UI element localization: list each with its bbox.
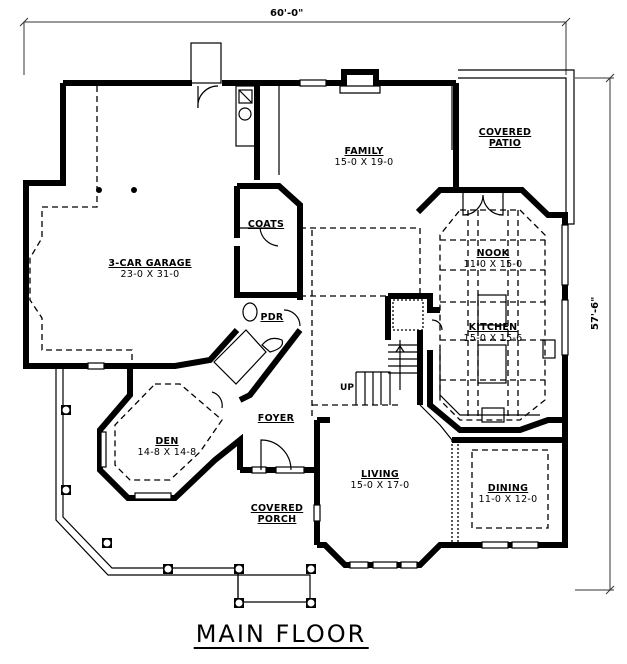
water-heater [238, 89, 253, 104]
main-top-wall [258, 69, 456, 86]
angled-closet [213, 329, 267, 385]
kitchen-counter [439, 350, 540, 416]
toilet-icon [242, 302, 258, 322]
front-door[interactable] [260, 439, 292, 471]
overall-depth-label: 57'-6" [590, 296, 601, 330]
fireplace [339, 85, 381, 94]
garage-post [131, 187, 137, 193]
kitchen-sink [542, 339, 556, 359]
garage-window [87, 362, 105, 370]
room-label-garage: 3-CAR GARAGE 23-0 X 31-0 [108, 258, 192, 280]
nook-french-doors[interactable] [462, 192, 504, 216]
kitchen-island [477, 294, 507, 326]
garage-entry-door[interactable] [197, 85, 219, 109]
foyer-walls [240, 420, 320, 545]
hall-outline [300, 227, 421, 420]
depth-dimension-line [575, 73, 615, 595]
pdr-door[interactable] [283, 309, 301, 327]
coats-door[interactable] [240, 227, 279, 247]
room-label-living: LIVING 15-0 X 17-0 [350, 469, 410, 491]
nook-kitchen-ceiling-grid [439, 209, 546, 421]
garage-walls [23, 80, 258, 369]
angled-hall-walls [130, 327, 303, 403]
room-label-coats: COATS [247, 219, 285, 230]
dining-ceiling-outline [471, 449, 549, 529]
garage-door-outline [29, 86, 133, 362]
porch-railing [55, 368, 311, 603]
room-label-foyer: FOYER [257, 413, 295, 424]
room-label-den: DEN 14-8 X 14-8 [137, 436, 197, 458]
porch-columns [61, 405, 316, 608]
plan-title: MAIN FLOOR [193, 620, 369, 649]
covered-patio-outline [458, 69, 575, 225]
den-door[interactable] [211, 391, 223, 409]
tank-icon [238, 107, 252, 121]
pantry-door[interactable] [431, 319, 443, 331]
room-label-kitchen: KITCHEN 15-0 X 15-6 [463, 322, 523, 344]
room-label-nook: NOOK 11-0 X 15-0 [463, 248, 523, 270]
coats-closet-walls [234, 183, 303, 300]
staircase [355, 293, 440, 405]
room-label-pdr: PDR [260, 312, 284, 323]
width-dimension-line [19, 17, 571, 75]
living-walls [317, 417, 452, 568]
stair-up-label: UP [340, 383, 354, 393]
sink-icon [261, 337, 284, 353]
overall-width-label: 60'-0" [270, 8, 304, 19]
kitchen-island [477, 344, 507, 384]
garage-post [96, 187, 102, 193]
room-label-covered-patio: COVERED PATIO [478, 127, 532, 149]
cooktop [481, 407, 505, 423]
den-outline [114, 383, 223, 481]
room-label-dining: DINING 11-0 X 12-0 [478, 483, 538, 505]
room-label-covered-porch: COVERED PORCH [250, 503, 304, 525]
chimney [190, 42, 222, 84]
den-walls [97, 366, 243, 501]
room-label-family: FAMILY 15-0 X 19-0 [334, 146, 394, 168]
